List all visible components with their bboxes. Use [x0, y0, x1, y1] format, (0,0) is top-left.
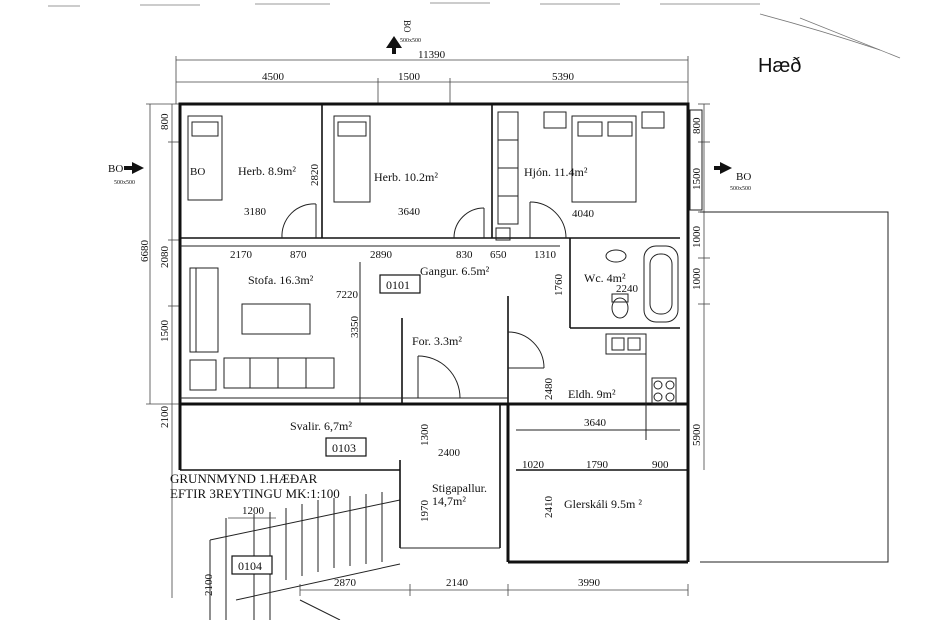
room-label-svalir: Svalir. 6,7m² [290, 419, 352, 433]
dim-top-1: 4500 [262, 71, 285, 83]
interior-walls [180, 104, 688, 471]
furniture-kitchen [605, 333, 677, 440]
room-label-eldh: Eldh. 9m² [568, 387, 616, 401]
dim-left-outer: 6680 [139, 240, 151, 263]
orientation-right-scale: 500x500 [730, 186, 751, 192]
dim-inner-830: 830 [456, 249, 473, 261]
dim-top-3: 5390 [552, 71, 575, 83]
furniture-wardrobes [495, 109, 703, 241]
orientation-right-code: BO [736, 171, 751, 183]
orientation-marker-top: BO 500x500 [386, 20, 421, 54]
furniture-living [189, 267, 335, 391]
dim-left-2: 2080 [159, 246, 171, 269]
dim-top-2: 1500 [398, 71, 421, 83]
stair-label-2: 14,7m² [432, 494, 466, 508]
dim-inner-870: 870 [290, 249, 307, 261]
dim-inner-1310: 1310 [534, 249, 557, 261]
dim-right-5: 5900 [691, 424, 703, 447]
dim-inner-2480: 2480 [543, 378, 555, 401]
orientation-top-code: BO [402, 20, 412, 33]
dim-inner-3640-b: 3640 [584, 417, 607, 429]
dim-inner-2820: 2820 [309, 164, 321, 187]
dim-right-1: 800 [691, 117, 703, 134]
room-label-herb-1: Herb. 8.9m² [238, 164, 296, 178]
north-arrow-icon [386, 36, 402, 54]
dim-inner-1300: 1300 [419, 424, 431, 447]
room-label-stofa: Stofa. 16.3m² [248, 273, 314, 287]
room-code-box-0101 [379, 274, 421, 294]
dim-left-4: 2100 [159, 406, 171, 429]
room-label-herb-2: Herb. 10.2m² [374, 170, 438, 184]
dim-bottom-2: 2140 [446, 577, 469, 589]
dim-inner-650: 650 [490, 249, 507, 261]
dim-inner-1790: 1790 [586, 459, 609, 471]
dim-inner-1970: 1970 [419, 500, 431, 523]
dim-inner-2240: 2240 [616, 283, 639, 295]
corner-label: BO [190, 166, 205, 178]
west-arrow-icon [124, 162, 144, 174]
room-label-wc: Wc. 4m² [584, 271, 626, 285]
dim-inner-4040: 4040 [572, 208, 595, 220]
door-swings [281, 201, 567, 399]
dim-inner-2170: 2170 [230, 249, 253, 261]
caption-line-1: GRUNNMYND 1.HÆÐAR [170, 471, 318, 486]
dim-bottom-1: 2870 [334, 577, 357, 589]
east-arrow-icon [714, 162, 732, 174]
dim-inner-1020: 1020 [522, 459, 545, 471]
dim-left-3: 1500 [159, 320, 171, 343]
dimension-lines-bottom [299, 584, 689, 596]
dim-inner-3350: 3350 [349, 316, 361, 339]
room-code-box-0104 [231, 555, 273, 575]
dim-left-5: 2100 [203, 574, 215, 597]
furniture-bathroom [605, 245, 679, 323]
caption-line-2: EFTIR 3REYTINGU MK:1:100 [170, 486, 340, 501]
dim-inner-2410: 2410 [543, 496, 555, 519]
dim-inner-7220: 7220 [336, 289, 359, 301]
dim-inner-2890: 2890 [370, 249, 393, 261]
dim-inner-1760: 1760 [553, 274, 565, 297]
dim-right-3: 1000 [691, 226, 703, 249]
orientation-top-scale: 500x500 [400, 38, 421, 44]
furniture-beds [187, 111, 665, 203]
staircase [209, 460, 500, 620]
dim-overall-width: 11390 [418, 49, 446, 61]
room-label-hjon: Hjón. 11.4m² [524, 165, 588, 179]
room-label-gerskali: Glerskáli 9.5m ² [564, 497, 642, 511]
orientation-left-scale: 500x500 [114, 180, 135, 186]
orientation-left-code: BO [108, 163, 123, 175]
orientation-marker-right: BO 500x500 [714, 162, 751, 192]
dim-right-4: 1000 [691, 268, 703, 291]
room-label-for: For. 3.3m² [412, 334, 462, 348]
stair-label-1: Stigapallur. [432, 481, 487, 495]
scan-artifacts [48, 2, 901, 59]
room-code-0103: 0103 [332, 441, 356, 455]
inner-dimensions: 3180 3640 4040 2170 870 2890 830 650 131… [230, 164, 669, 523]
dim-inner-3180: 3180 [244, 206, 267, 218]
room-code-0101: 0101 [386, 278, 410, 292]
dim-inner-3640-a: 3640 [398, 206, 421, 218]
dim-stair-width: 1200 [242, 505, 265, 517]
page-heading: Hæð [758, 55, 801, 77]
dim-inner-900: 900 [652, 459, 669, 471]
dim-right-2: 1500 [691, 168, 703, 191]
room-code-box-0103 [325, 437, 367, 457]
annex-outline [700, 211, 889, 563]
dimension-lines-left [146, 103, 180, 598]
orientation-marker-left: BO 500x500 [108, 162, 144, 186]
dim-left-1: 800 [159, 113, 171, 130]
dimension-lines-top [175, 56, 689, 104]
room-code-0104: 0104 [238, 559, 262, 573]
dim-bottom-3: 3990 [578, 577, 601, 589]
dim-inner-2400: 2400 [438, 447, 461, 459]
room-label-gangur: Gangur. 6.5m² [420, 264, 490, 278]
